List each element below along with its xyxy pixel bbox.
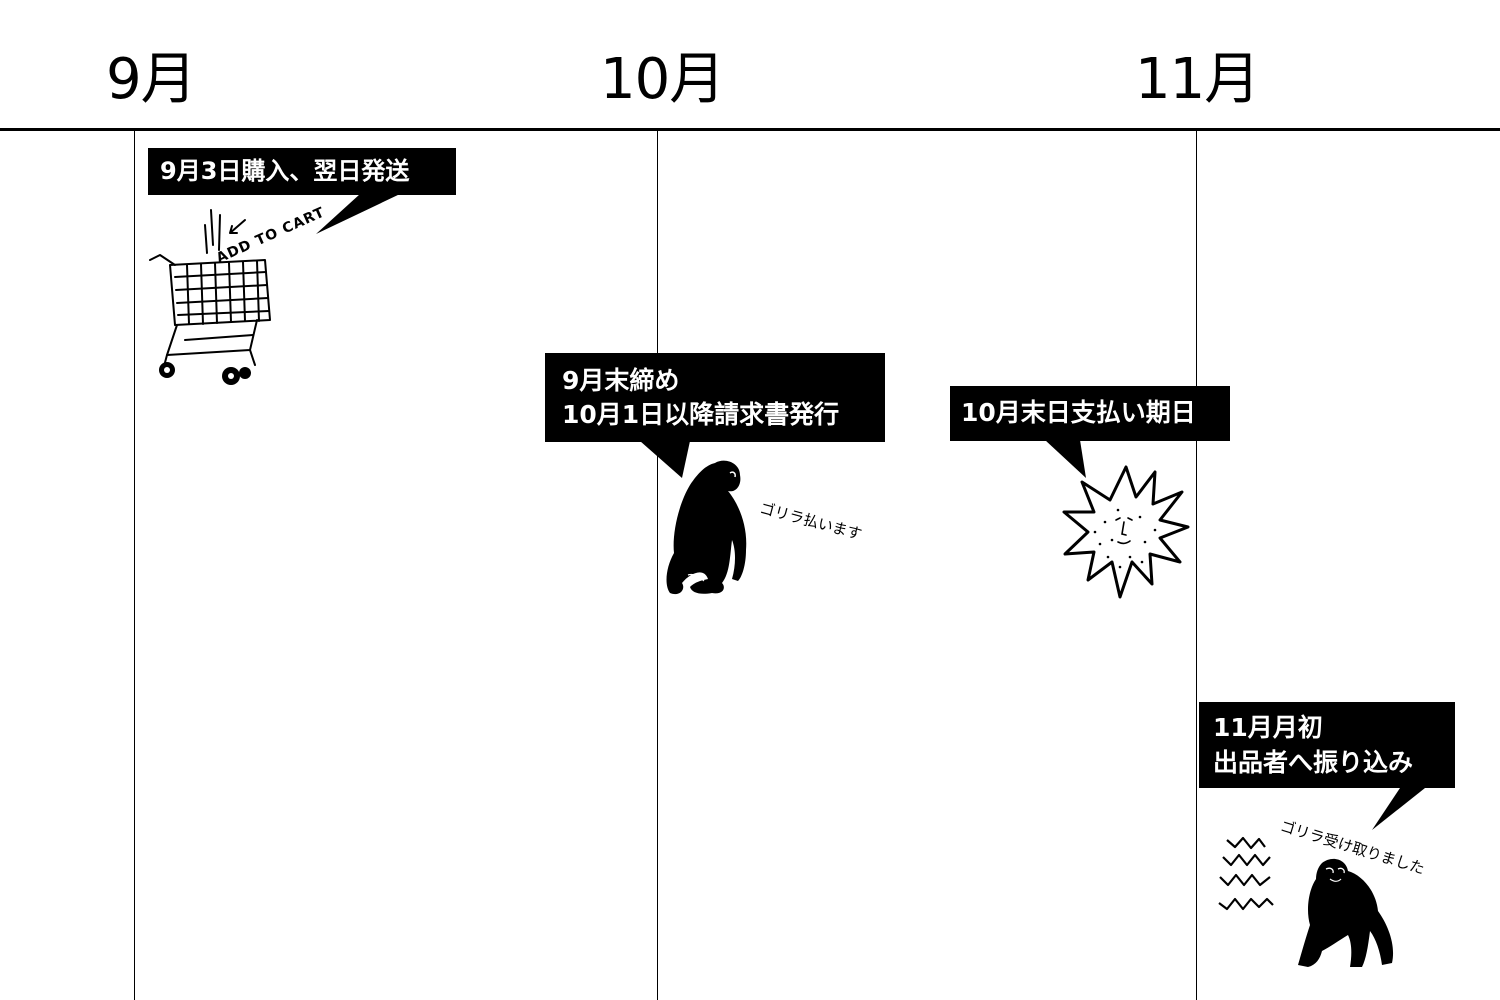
event-callout-line: 11月月初 bbox=[1213, 713, 1323, 742]
month-divider-october bbox=[657, 131, 658, 1000]
event-callout-line: 9月末締め bbox=[562, 366, 680, 395]
event-callout-due-date: 10月末日支払い期日 bbox=[950, 386, 1230, 441]
gorilla-walking-icon bbox=[666, 460, 747, 595]
event-callout-invoice: 9月末締め 10月1日以降請求書発行 bbox=[545, 353, 885, 442]
event-callout-line: 10月末日支払い期日 bbox=[961, 398, 1196, 427]
spiky-sun-face-icon bbox=[1062, 465, 1190, 599]
month-divider-november bbox=[1196, 131, 1197, 1000]
event-callout-payout: 11月月初 出品者へ振り込み bbox=[1199, 702, 1455, 788]
event-callout-line: 9月3日購入、翌日発送 bbox=[160, 157, 410, 185]
month-divider-september bbox=[134, 131, 135, 1000]
month-label-september: 9月 bbox=[106, 47, 197, 112]
gorilla-sitting-icon bbox=[1298, 858, 1394, 967]
timeline-axis bbox=[0, 128, 1500, 131]
month-label-november: 11月 bbox=[1135, 47, 1260, 112]
motion-lines-icon bbox=[1218, 836, 1274, 911]
event-callout-line: 出品者へ振り込み bbox=[1213, 748, 1414, 777]
event-callout-purchase: 9月3日購入、翌日発送 bbox=[148, 148, 456, 195]
shopping-cart-icon bbox=[149, 209, 271, 385]
event-callout-line: 10月1日以降請求書発行 bbox=[562, 400, 840, 429]
month-label-october: 10月 bbox=[600, 47, 725, 112]
